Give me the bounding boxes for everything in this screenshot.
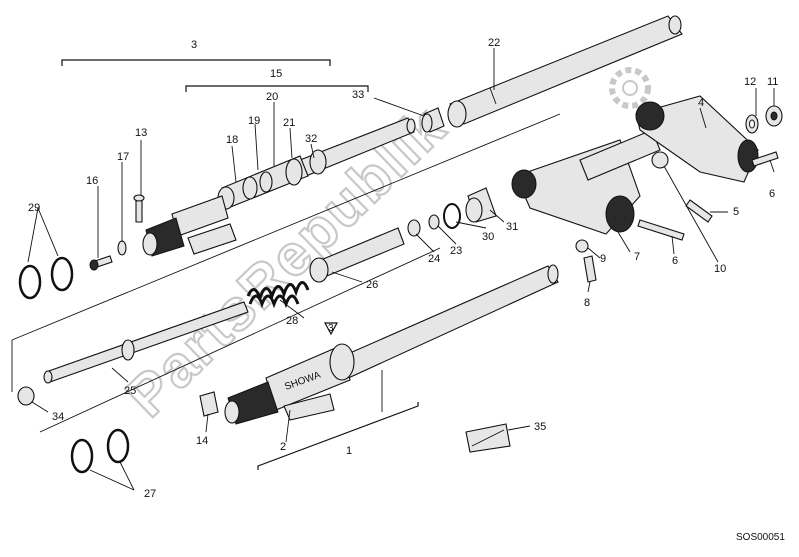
- callout-6-upper: 6: [769, 188, 775, 200]
- damper-assembly-upper: [142, 117, 416, 257]
- drawing-code: SOS00051: [736, 532, 785, 543]
- warning-triangle-icon: 3: [323, 322, 339, 336]
- screw-8: [583, 255, 597, 283]
- callout-27: 27: [144, 488, 156, 500]
- callout-33: 33: [352, 89, 364, 101]
- nut-11: [765, 105, 783, 127]
- outer-tube-upper: [447, 15, 683, 128]
- callout-4: 4: [698, 97, 704, 109]
- separator-line-upper: [11, 113, 561, 341]
- clamp-29: [18, 256, 74, 300]
- callout-24: 24: [428, 253, 440, 265]
- upper-triple-clamp: [635, 95, 759, 183]
- o-ring-30: [443, 203, 461, 229]
- callout-31: 31: [506, 221, 518, 233]
- callout-35: 35: [534, 421, 546, 433]
- bolt-16: [89, 255, 113, 271]
- callout-16: 16: [86, 175, 98, 187]
- bracket-15: [185, 85, 369, 92]
- bracket-1: [257, 402, 419, 470]
- washer-24: [407, 219, 421, 237]
- bushing-34: [17, 386, 35, 406]
- callout-21: 21: [283, 117, 295, 129]
- symbol-label: 3: [328, 323, 334, 334]
- callout-2: 2: [280, 441, 286, 453]
- callout-9: 9: [600, 253, 606, 265]
- callout-6-lower: 6: [672, 255, 678, 267]
- bolt-6-upper: [751, 151, 779, 167]
- washer-17: [117, 240, 127, 256]
- callout-19: 19: [248, 115, 260, 127]
- callout-17: 17: [117, 151, 129, 163]
- top-cap-31: [465, 187, 497, 223]
- decal-35: [465, 423, 511, 453]
- callout-25: 25: [124, 385, 136, 397]
- lower-triple-clamp: [511, 129, 661, 235]
- washer-23: [428, 214, 440, 230]
- damper-rod-25: [43, 301, 249, 384]
- callout-1: 1: [346, 445, 352, 457]
- washer-12: [745, 114, 759, 134]
- callout-13: 13: [135, 127, 147, 139]
- outer-tube-lower: SHOWA: [224, 264, 559, 425]
- callout-5: 5: [733, 206, 739, 218]
- callout-22: 22: [488, 37, 500, 49]
- callout-14: 14: [196, 435, 208, 447]
- callout-29: 29: [28, 202, 40, 214]
- spring-28: [246, 281, 310, 309]
- callout-30: 30: [482, 231, 494, 243]
- gear-watermark-icon: [609, 67, 651, 109]
- callout-7: 7: [634, 251, 640, 263]
- callout-15: 15: [270, 68, 282, 80]
- callout-34: 34: [52, 411, 64, 423]
- bolt-6-lower: [637, 219, 685, 241]
- callout-11: 11: [767, 76, 778, 88]
- callout-labels: 1 2 3 4 5 6 6 7 8 9 10 11 12 13 14 15 16…: [28, 37, 778, 500]
- leader-lines: [27, 48, 775, 491]
- callout-8: 8: [584, 297, 590, 309]
- nut-9: [575, 239, 589, 253]
- clamp-27: [70, 428, 130, 474]
- separator-line-lower: [39, 247, 441, 433]
- callout-23: 23: [450, 245, 462, 257]
- spacer-tube-26: [309, 227, 405, 283]
- callout-26: 26: [366, 279, 378, 291]
- callout-28: 28: [286, 315, 298, 327]
- callout-12: 12: [744, 76, 756, 88]
- bolt-5: [685, 199, 713, 223]
- callout-10: 10: [714, 263, 726, 275]
- bushing-33: [421, 107, 445, 133]
- callout-32: 32: [305, 133, 317, 145]
- callout-18: 18: [226, 134, 238, 146]
- callout-20: 20: [266, 91, 278, 103]
- bracket-3: [61, 59, 331, 66]
- cap-14: [199, 391, 219, 417]
- callout-3: 3: [191, 39, 197, 51]
- bolt-13: [133, 194, 145, 223]
